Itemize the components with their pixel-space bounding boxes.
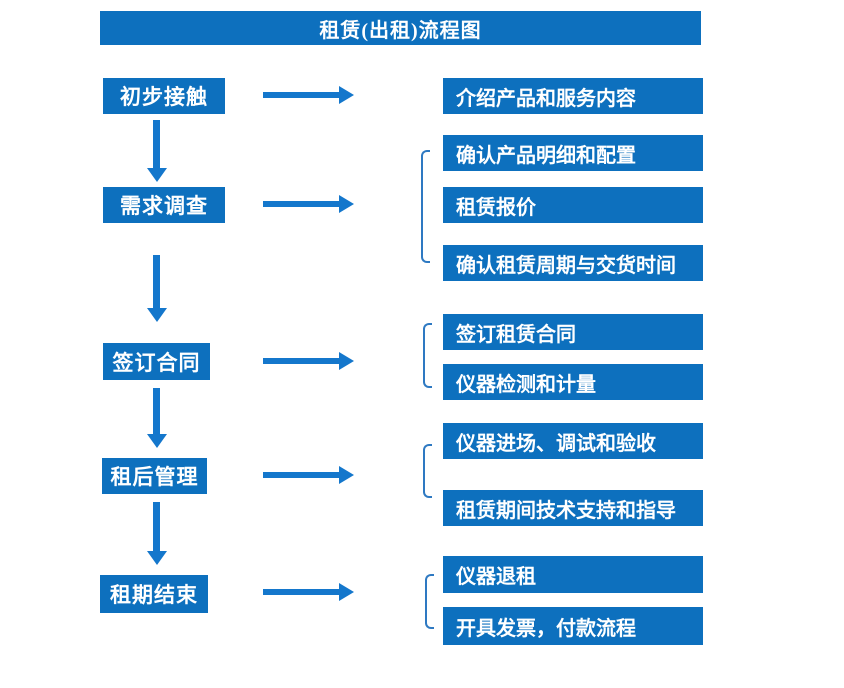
arrow-right-4-icon — [263, 466, 354, 484]
bracket-group-post-rental — [423, 444, 432, 498]
arrow-down-2-icon — [153, 255, 160, 308]
arrow-down-4-icon — [153, 502, 160, 551]
detail-box-rental-tech-support: 租赁期间技术支持和指导 — [443, 490, 703, 526]
stage-box-demand-survey: 需求调查 — [103, 187, 225, 223]
arrow-down-3-icon — [153, 388, 160, 434]
arrow-right-1-icon — [263, 86, 354, 104]
detail-box-rental-quotation: 租赁报价 — [443, 187, 703, 223]
arrow-right-2-icon — [263, 195, 354, 213]
bracket-group-sign-contract — [423, 323, 432, 388]
detail-box-instrument-setup-acceptance: 仪器进场、调试和验收 — [443, 423, 703, 459]
stage-box-post-rental-management: 租后管理 — [102, 458, 207, 494]
arrow-down-1-icon — [153, 120, 160, 168]
bracket-group-demand-survey — [421, 150, 430, 263]
arrow-right-3-icon — [263, 352, 354, 370]
detail-box-instrument-testing: 仪器检测和计量 — [443, 364, 703, 400]
detail-box-confirm-rental-period: 确认租赁周期与交货时间 — [443, 245, 703, 281]
detail-box-instrument-return: 仪器退租 — [443, 556, 703, 593]
stage-box-initial-contact: 初步接触 — [103, 78, 225, 114]
detail-box-confirm-product-details: 确认产品明细和配置 — [443, 135, 703, 171]
detail-box-sign-rental-contract: 签订租赁合同 — [443, 314, 703, 350]
page-title: 租赁(出租)流程图 — [319, 19, 482, 42]
detail-box-invoice-payment: 开具发票，付款流程 — [443, 607, 703, 645]
bracket-group-lease-end — [425, 574, 434, 629]
stage-box-sign-contract: 签订合同 — [103, 343, 210, 380]
stage-box-lease-end: 租期结束 — [100, 575, 208, 613]
title-bar: 租赁(出租)流程图 — [100, 11, 701, 45]
arrow-right-5-icon — [263, 583, 354, 601]
detail-box-introduce-products: 介绍产品和服务内容 — [443, 78, 703, 114]
